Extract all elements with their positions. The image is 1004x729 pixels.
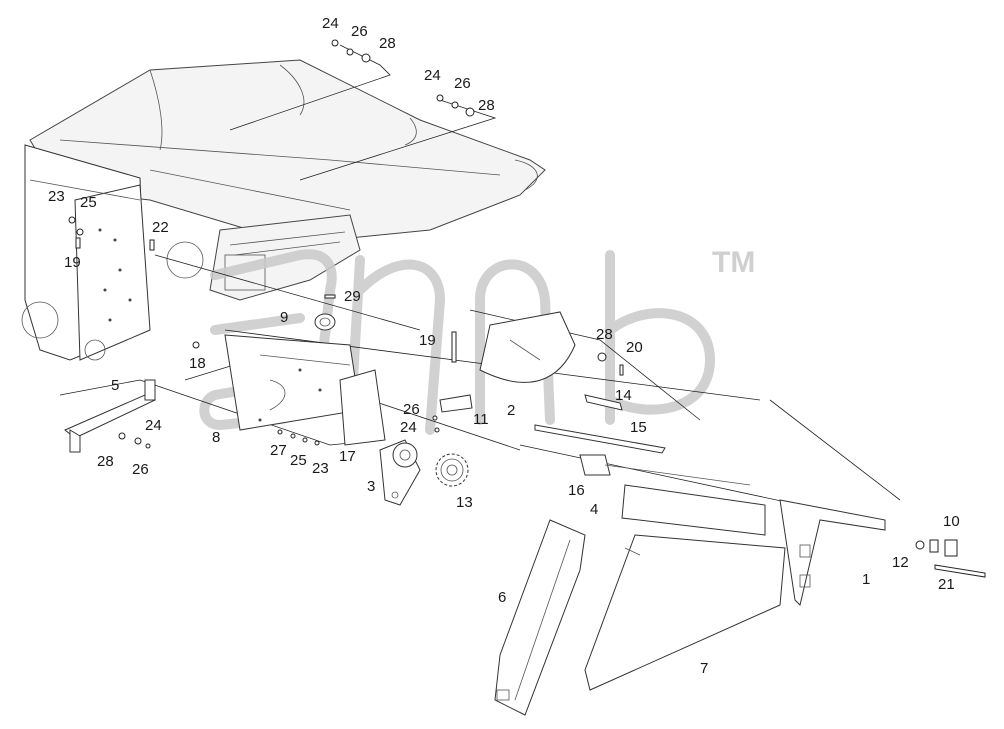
- callout-10: 10: [943, 513, 960, 530]
- callout-24-a: 24: [322, 15, 339, 32]
- hardware: [68, 39, 986, 578]
- callout-23-a: 23: [48, 188, 65, 205]
- callout-26-c: 26: [403, 401, 420, 418]
- callout-1: 1: [862, 571, 870, 588]
- callout-15: 15: [630, 419, 647, 436]
- callout-12: 12: [892, 554, 909, 571]
- part-2-shield: [479, 311, 576, 383]
- callout-24-d: 24: [145, 417, 162, 434]
- callout-29: 29: [344, 288, 361, 305]
- callout-16: 16: [568, 482, 585, 499]
- callout-9: 9: [280, 309, 288, 326]
- part-7-panel: [584, 534, 786, 691]
- callout-14: 14: [615, 387, 632, 404]
- callout-24-c: 24: [400, 419, 417, 436]
- part-14-bracket: [584, 394, 623, 411]
- callout-11: 11: [473, 411, 489, 428]
- header-frame: [21, 59, 546, 361]
- part-15-strip: [534, 424, 666, 454]
- part-4-cover: [621, 484, 766, 536]
- callout-17: 17: [339, 448, 356, 465]
- callout-13: 13: [456, 494, 473, 511]
- callout-22: 22: [152, 219, 169, 236]
- callout-26-a: 26: [351, 23, 368, 40]
- callout-18: 18: [189, 355, 206, 372]
- callout-25-b: 25: [290, 452, 307, 469]
- callout-4: 4: [590, 501, 598, 518]
- callout-21: 21: [938, 576, 955, 593]
- part-1-sideplate: [779, 499, 886, 606]
- callout-27: 27: [270, 442, 287, 459]
- part-9-hub: [314, 313, 336, 331]
- part-5-bracket: [64, 379, 157, 453]
- callout-23-b: 23: [312, 460, 329, 477]
- callout-20: 20: [626, 339, 643, 356]
- callout-28-d: 28: [97, 453, 114, 470]
- part-3-tensioner: [379, 439, 421, 506]
- part-11-clip: [439, 394, 473, 413]
- callouts: 1 2 3 4 5 6 7 8 9 10 11 12 13 14 15 16 1…: [48, 15, 960, 677]
- part-17-plate: [339, 369, 386, 446]
- callout-19-b: 19: [419, 332, 436, 349]
- callout-19-a: 19: [64, 254, 81, 271]
- callout-28-b: 28: [478, 97, 495, 114]
- callout-7: 7: [700, 660, 708, 677]
- callout-3: 3: [367, 478, 375, 495]
- callout-24-b: 24: [424, 67, 441, 84]
- callout-8: 8: [212, 429, 220, 446]
- callout-26-d: 26: [132, 461, 149, 478]
- callout-25-a: 25: [80, 194, 97, 211]
- trademark-mark: TM: [712, 246, 755, 279]
- part-13-sprocket: [435, 453, 469, 487]
- callout-6: 6: [498, 589, 506, 606]
- callout-2: 2: [507, 402, 515, 419]
- callout-28-a: 28: [379, 35, 396, 52]
- callout-28-c: 28: [596, 326, 613, 343]
- part-6-panel: [494, 519, 586, 716]
- callout-26-b: 26: [454, 75, 471, 92]
- part-16-plate: [579, 454, 751, 486]
- callout-5: 5: [111, 377, 119, 394]
